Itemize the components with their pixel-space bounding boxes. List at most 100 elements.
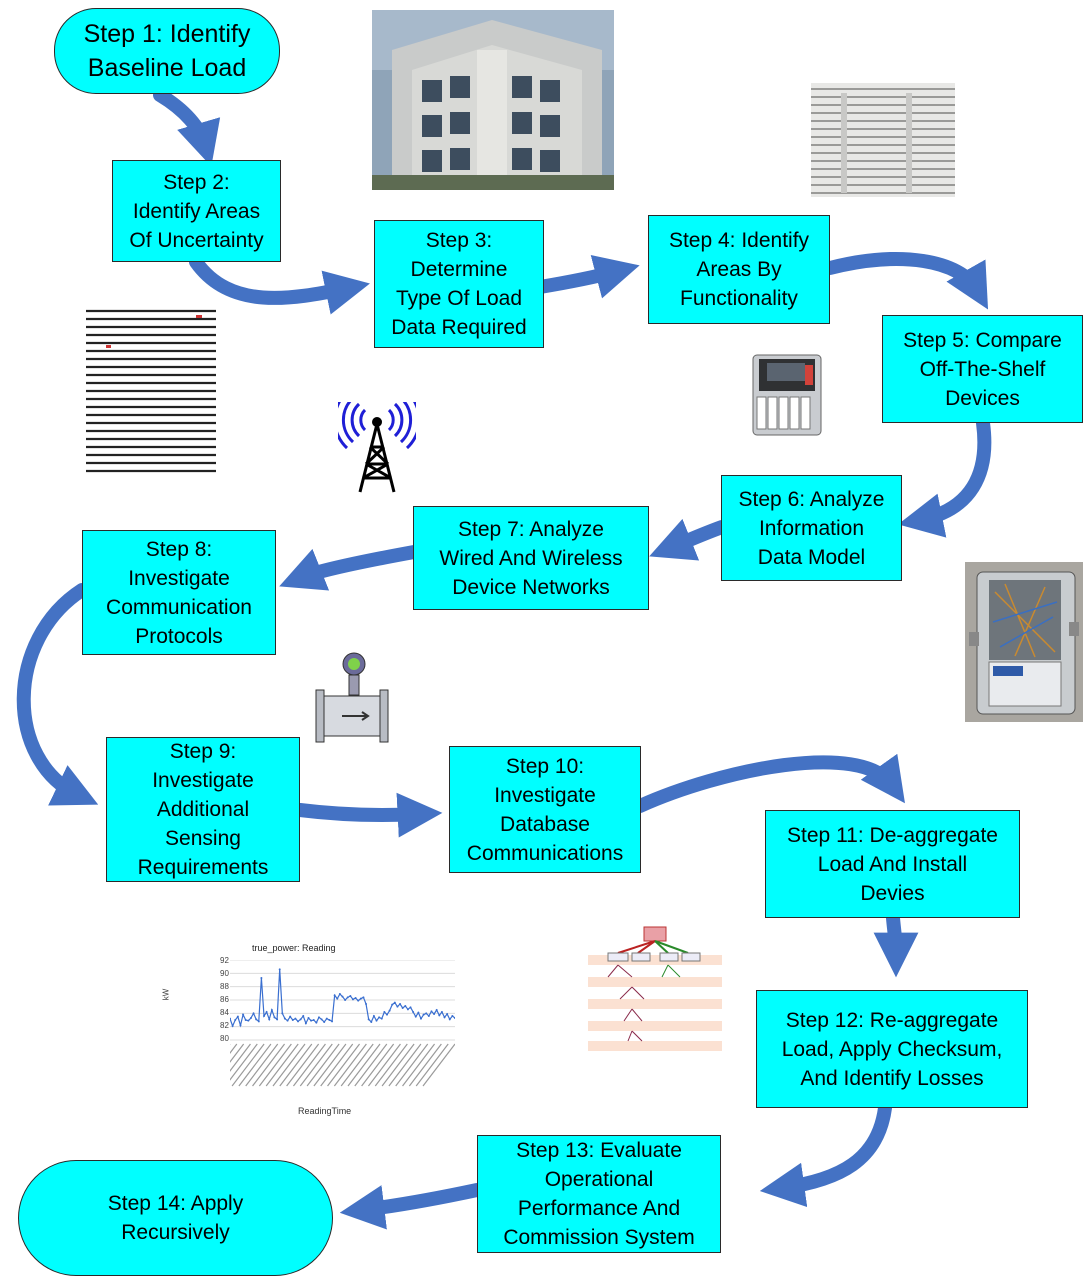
x-tick-mark: [313, 1043, 347, 1087]
x-tick-mark: [245, 1043, 279, 1087]
x-tick-mark: [292, 1043, 326, 1087]
data-point: [312, 1019, 315, 1021]
arrow-4-to-5: [823, 252, 989, 310]
data-point: [451, 1015, 454, 1017]
x-tick-mark: [252, 1043, 286, 1087]
data-point: [289, 1015, 292, 1018]
step-3-box: Step 3: Determine Type Of Load Data Requ…: [374, 220, 544, 348]
x-tick-mark: [327, 1043, 361, 1087]
data-point: [417, 1011, 420, 1014]
y-tick-label: 92: [220, 956, 229, 965]
data-point: [320, 1018, 323, 1021]
data-point: [414, 1015, 417, 1018]
data-point: [325, 1017, 328, 1020]
x-tick-mark: [306, 1043, 340, 1087]
data-point: [349, 995, 352, 997]
hierarchy-tree-diagram: [588, 925, 722, 1053]
data-point: [331, 1020, 334, 1023]
arrow-6-to-7: [649, 518, 729, 561]
arrow-7-to-8: [279, 545, 421, 591]
x-tick-mark: [279, 1043, 313, 1087]
data-point: [344, 999, 347, 1001]
y-tick-label: 90: [220, 969, 229, 978]
data-point: [294, 1017, 297, 1020]
x-tick-mark: [231, 1043, 265, 1087]
data-point: [328, 1019, 331, 1021]
step-7-box: Step 7: Analyze Wired And Wireless Devic…: [413, 506, 649, 610]
data-point: [404, 1005, 407, 1007]
data-point: [412, 1011, 415, 1013]
data-point: [323, 1021, 326, 1023]
x-tick-mark: [265, 1043, 299, 1087]
window-blinds-photo: [811, 83, 955, 197]
y-tick-label: 86: [220, 995, 229, 1004]
arrow-8-to-9: [16, 583, 99, 806]
data-point: [302, 1015, 305, 1017]
data-point: [357, 999, 360, 1002]
data-point: [383, 1011, 386, 1013]
y-tick-label: 82: [220, 1021, 229, 1030]
data-point: [257, 1020, 260, 1023]
arrow-5-to-6: [898, 416, 992, 538]
x-tick-mark: [299, 1043, 333, 1087]
data-point: [370, 1021, 373, 1023]
data-point: [446, 1013, 449, 1015]
data-point: [448, 1018, 451, 1021]
data-point: [333, 994, 336, 997]
x-tick-mark: [374, 1043, 408, 1087]
data-point: [260, 977, 263, 979]
chart-title: true_power: Reading: [252, 943, 336, 953]
step-14-box: Step 14: Apply Recursively: [18, 1160, 333, 1276]
y-tick-label: 88: [220, 982, 229, 991]
x-tick-mark: [402, 1043, 436, 1087]
data-point: [367, 1018, 370, 1021]
data-point: [286, 1019, 289, 1022]
data-point: [419, 1017, 422, 1020]
x-tick-mark: [286, 1043, 320, 1087]
arrow-3-to-4: [533, 254, 640, 299]
cable-bundle-photo: [86, 305, 216, 480]
x-tick-mark: [388, 1043, 422, 1087]
step-1-box: Step 1: Identify Baseline Load: [54, 8, 280, 94]
step-13-box: Step 13: Evaluate Operational Performanc…: [477, 1135, 721, 1253]
data-point: [234, 1019, 237, 1021]
data-point: [399, 1003, 402, 1005]
data-point: [273, 1016, 276, 1019]
data-point: [315, 1021, 318, 1024]
step-11-box: Step 11: De-aggregate Load And Install D…: [765, 810, 1020, 918]
data-point: [388, 1009, 391, 1012]
chart-plot-area: [230, 960, 455, 1087]
data-point: [454, 1017, 455, 1019]
meter-enclosure-photo: [965, 562, 1083, 722]
x-tick-mark: [230, 1043, 258, 1081]
step-10-box: Step 10: Investigate Database Communicat…: [449, 746, 641, 873]
step-12-box: Step 12: Re-aggregate Load, Apply Checks…: [756, 990, 1028, 1108]
data-point: [372, 1015, 375, 1017]
data-point: [278, 968, 281, 971]
y-tick-label: 80: [220, 1034, 229, 1043]
data-point: [438, 1014, 441, 1017]
data-point: [283, 1017, 286, 1020]
radio-tower-icon: [338, 402, 416, 493]
x-tick-mark: [333, 1043, 367, 1087]
data-point: [351, 998, 354, 1001]
x-tick-mark: [258, 1043, 292, 1087]
step-8-box: Step 8: Investigate Communication Protoc…: [82, 530, 276, 655]
flow-meter-icon: [315, 652, 389, 743]
data-point: [270, 1009, 273, 1011]
data-point: [336, 997, 339, 1000]
data-point: [396, 1005, 399, 1008]
data-point: [380, 1017, 383, 1020]
arrow-1-to-2: [153, 88, 221, 167]
y-tick-label: 84: [220, 1008, 229, 1017]
data-point: [338, 993, 341, 995]
data-point: [236, 1015, 239, 1018]
data-point: [255, 1018, 258, 1021]
data-point: [239, 1024, 242, 1027]
data-point: [409, 1006, 412, 1009]
data-point: [307, 1017, 310, 1019]
x-tick-mark: [361, 1043, 395, 1087]
arrow-11-to-12: [873, 911, 919, 978]
data-point: [365, 1003, 368, 1005]
y-axis-label: kW: [161, 988, 171, 1001]
